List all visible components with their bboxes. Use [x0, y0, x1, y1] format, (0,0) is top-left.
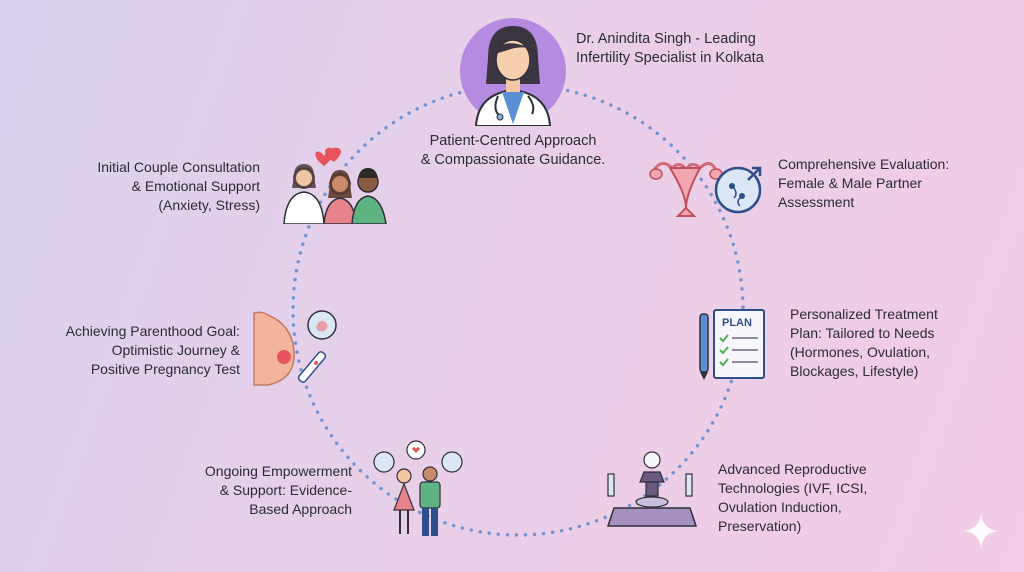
doctor-title: Dr. Anindita Singh - Leading Infertility…	[576, 31, 764, 66]
lab-equipment-icon	[604, 448, 700, 528]
pregnancy-icon	[250, 305, 340, 389]
doctor-icon	[458, 18, 568, 127]
evaluation-label: Comprehensive Evaluation: Female & Male …	[778, 156, 950, 210]
reproductive-organs-icon	[648, 150, 764, 220]
parenthood-label: Achieving Parenthood Goal: Optimistic Jo…	[65, 323, 240, 377]
plan-word: PLAN	[722, 317, 752, 329]
couple-icon	[370, 440, 470, 538]
plan-clipboard-icon: PLAN	[698, 308, 768, 380]
treatment-label: Personalized Treatment Plan: Tailored to…	[790, 306, 938, 379]
empowerment-label: Ongoing Empowerment & Support: Evidence-…	[204, 463, 352, 517]
consultation-label: Initial Couple Consultation & Emotional …	[97, 159, 260, 213]
sparkle-icon	[964, 514, 998, 548]
patient-centred-label: Patient-Centred Approach & Compassionate…	[420, 133, 606, 168]
technologies-label: Advanced Reproductive Technologies (IVF,…	[718, 461, 868, 534]
family-heart-icon	[278, 144, 390, 225]
